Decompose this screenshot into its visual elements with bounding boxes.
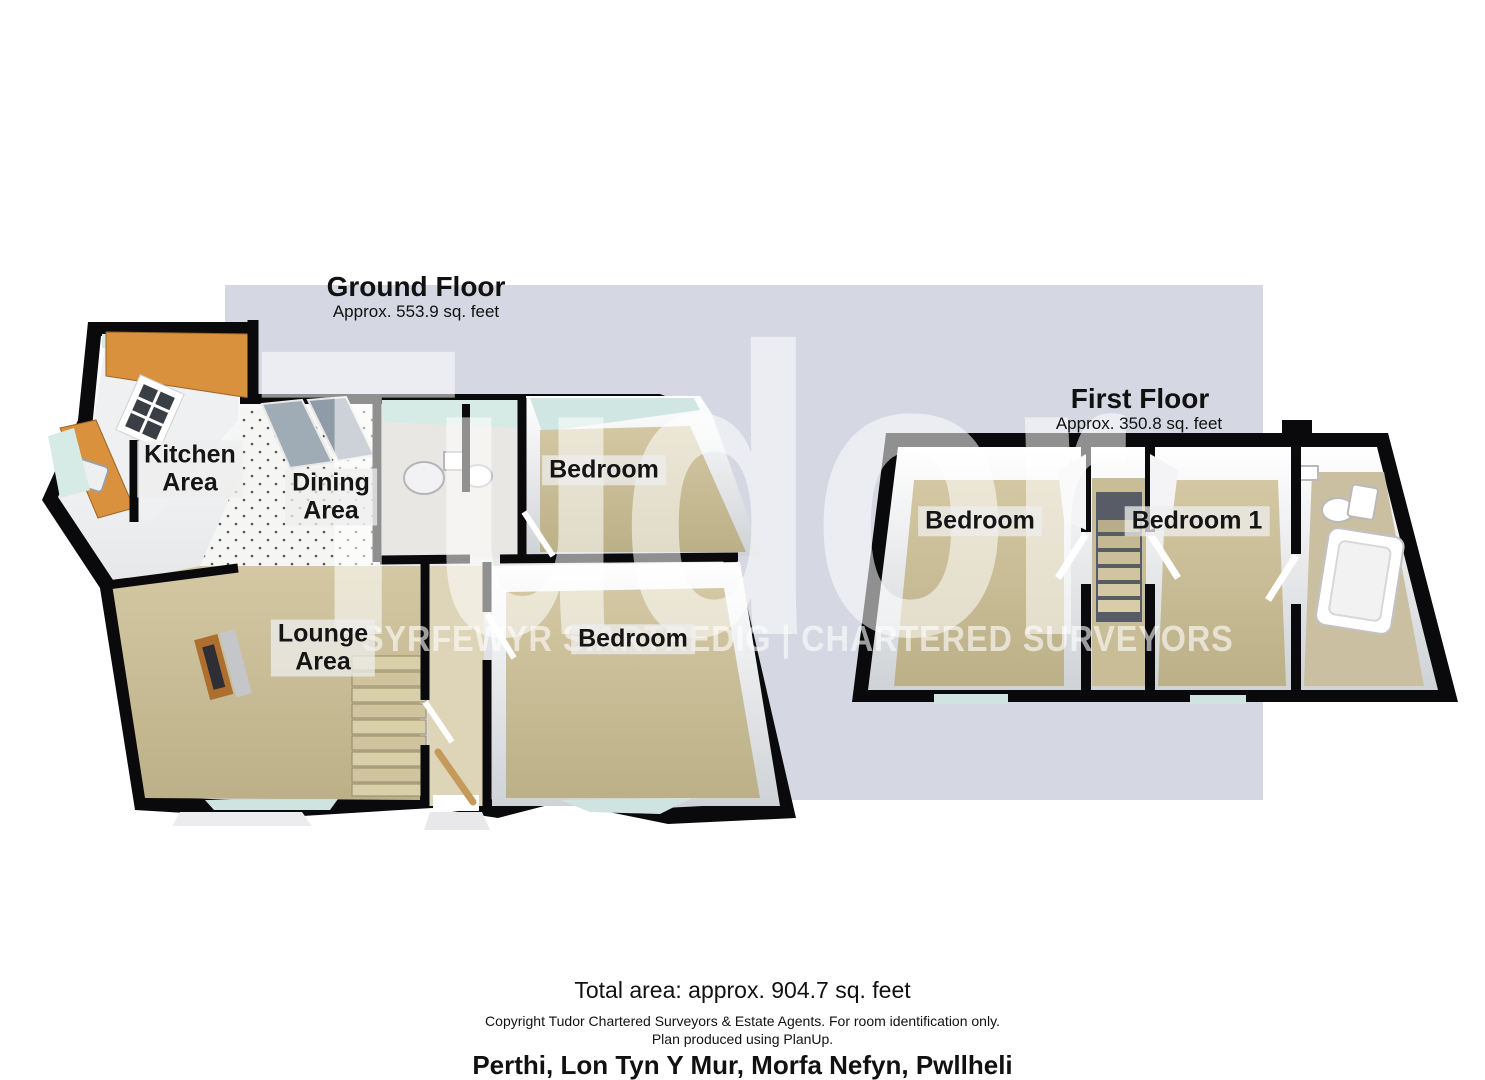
ff-door-leaf [1265, 554, 1299, 602]
copyright-line-2: Plan produced using PlanUp. [651, 1031, 834, 1047]
total-area-text: Total area: approx. 904.7 sq. feet [574, 977, 911, 1003]
room-label-ff-bedroom-1: Bedroom 1 [1124, 506, 1270, 536]
gf-fireplace [194, 629, 252, 701]
gf-bathroom-floor [382, 408, 518, 558]
room-label-ff-bedroom: Bedroom [918, 506, 1042, 536]
room-label-bedroom-lower: Bedroom [571, 624, 695, 654]
ff-door-leaf [1147, 532, 1181, 580]
gf-kitchen-tilted-window [115, 374, 185, 450]
ff-door-leaf [1055, 532, 1089, 580]
ff-window-glass [934, 694, 1008, 704]
copyright-line-1: Copyright Tudor Chartered Surveyors & Es… [485, 1013, 1000, 1029]
room-label-kitchen-area: Kitchen Area [137, 440, 243, 498]
first-floor-title: First Floor [1070, 383, 1210, 414]
gf-kitchen-left-window-glass [48, 428, 90, 498]
gf-bedroom-upper-window-glass [530, 398, 700, 432]
gf-interior-walls [99, 320, 739, 808]
gf-door-leaf [484, 612, 517, 660]
ground-floor-area: Approx. 553.9 sq. feet [332, 302, 500, 321]
room-label-dining-area: Dining Area [285, 468, 377, 526]
gf-door-leaf [422, 700, 455, 744]
gf-hall-floor [428, 566, 484, 806]
gf-stairs-shape [351, 655, 427, 797]
first-floor-plan [852, 420, 1458, 704]
ground-floor-plan [42, 320, 796, 830]
ff-sink-shape [1299, 465, 1319, 481]
gf-entrance-door-leaf [434, 748, 477, 806]
room-label-bedroom-upper: Bedroom [542, 455, 666, 485]
gf-bedroom-lower-floor [506, 588, 760, 798]
gf-lounge-window-glass [205, 799, 338, 810]
gf-door-leaf [521, 510, 556, 558]
ff-toilet-cistern [1346, 483, 1379, 521]
room-label-lounge-area: Lounge Area [270, 619, 376, 677]
gf-bedroom-lower-window-glass [560, 798, 692, 814]
gf-dining-glass-panel [260, 398, 334, 470]
gf-corridor-window-glass [382, 400, 518, 428]
ff-door-panel [1058, 454, 1086, 530]
gf-porch-step [424, 812, 490, 830]
gf-porch-step [172, 812, 312, 826]
ff-bathtub-shape [1315, 527, 1405, 635]
gf-water-cylinder [403, 461, 445, 495]
first-floor-area: Approx. 350.8 sq. feet [1055, 414, 1223, 433]
ff-window-glass [1190, 695, 1246, 704]
ground-floor-title: Ground Floor [326, 271, 506, 302]
property-address: Perthi, Lon Tyn Y Mur, Morfa Nefyn, Pwll… [472, 1050, 1013, 1080]
